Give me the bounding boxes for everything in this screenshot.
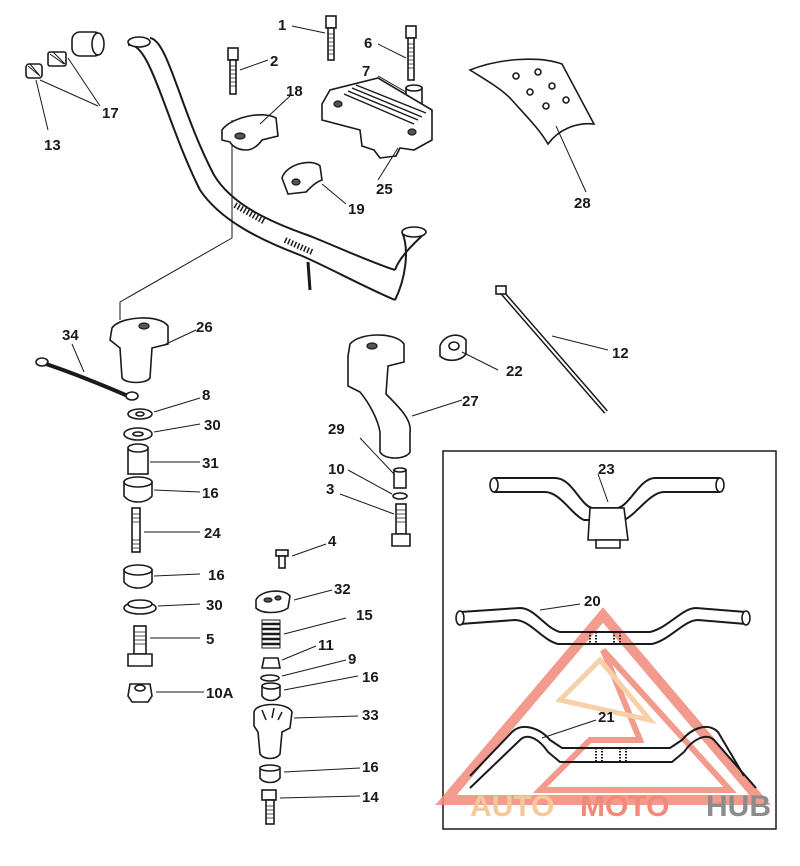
label-1: 1: [278, 17, 286, 34]
label-16c: 16: [362, 669, 379, 686]
label-9: 9: [348, 651, 356, 668]
part-labels: 1 2 3 4 5 6 7 8 9 10 10A 11 12 13 14 15 …: [44, 17, 629, 806]
part-23-handlebar: [489, 477, 725, 549]
label-3: 3: [326, 481, 334, 498]
part-19-clamp: [281, 161, 323, 195]
label-20: 20: [584, 593, 601, 610]
part-3-bolt: [391, 503, 411, 547]
part-20-handlebar: [455, 606, 751, 645]
part-10-washer: [392, 492, 408, 500]
label-24: 24: [204, 525, 221, 542]
label-30b: 30: [206, 597, 223, 614]
watermark-moto: MOTO: [580, 790, 669, 823]
label-15: 15: [356, 607, 373, 624]
label-34: 34: [62, 327, 79, 344]
label-29: 29: [328, 421, 345, 438]
part-12-cable-tie: [495, 285, 608, 414]
part-24-stud: [131, 507, 141, 553]
label-5: 5: [206, 631, 214, 648]
label-26: 26: [196, 319, 213, 336]
watermark-text: AUTO MOTO HUB: [470, 790, 771, 823]
label-22: 22: [506, 363, 523, 380]
part-28-cover: [468, 58, 596, 146]
label-2: 2: [270, 53, 278, 70]
assembly-leader: [119, 120, 233, 320]
part-2-bolt: [227, 47, 239, 95]
label-13: 13: [44, 137, 61, 154]
label-28: 28: [574, 195, 591, 212]
label-16b: 16: [208, 567, 225, 584]
label-14: 14: [362, 789, 379, 806]
part-31-sleeve: [127, 443, 149, 475]
label-7: 7: [362, 63, 370, 80]
label-16a: 16: [202, 485, 219, 502]
part-16-bushing: [259, 764, 281, 784]
label-10: 10: [328, 461, 345, 478]
part-16-bushing: [261, 682, 281, 702]
label-18: 18: [286, 83, 303, 100]
part-15-spring: [261, 619, 281, 649]
label-12: 12: [612, 345, 629, 362]
inset-box: [442, 450, 777, 830]
part-1-bolt: [325, 15, 337, 61]
label-30a: 30: [204, 417, 221, 434]
label-17: 17: [102, 105, 119, 122]
part-29-insert: [393, 467, 407, 489]
part-27-riser: [347, 334, 411, 459]
part-21-handlebar: [469, 725, 757, 789]
watermark-logo: [435, 607, 771, 805]
part-13-17-fittings: [25, 31, 105, 79]
label-31: 31: [202, 455, 219, 472]
part-18-clamp: [221, 114, 279, 151]
part-5-bolt: [127, 625, 153, 667]
label-27: 27: [462, 393, 479, 410]
part-30-washer: [123, 427, 153, 441]
part-8-washer: [127, 408, 153, 420]
part-14-stud: [261, 789, 277, 825]
label-21: 21: [598, 709, 615, 726]
part-34-ground-cable: [35, 357, 139, 401]
main-handlebar: [127, 36, 427, 301]
part-25-top-clamp: [321, 77, 433, 159]
label-10a: 10A: [206, 685, 234, 702]
part-11-nut: [261, 657, 281, 669]
part-4-screw: [275, 549, 289, 569]
watermark-hub: HUB: [706, 790, 771, 823]
label-6: 6: [364, 35, 372, 52]
part-6-bolt: [405, 25, 417, 81]
label-32: 32: [334, 581, 351, 598]
label-33: 33: [362, 707, 379, 724]
part-16-bushing: [123, 564, 153, 589]
label-11: 11: [318, 637, 334, 654]
label-23: 23: [598, 461, 615, 478]
part-30-washer: [123, 599, 157, 615]
part-16-bushing: [123, 476, 153, 503]
label-8: 8: [202, 387, 210, 404]
watermark-auto: AUTO: [470, 790, 554, 823]
label-25: 25: [376, 181, 393, 198]
part-22-clip: [439, 334, 467, 362]
part-26-riser: [109, 317, 169, 384]
label-19: 19: [348, 201, 365, 218]
part-32-cap: [255, 590, 291, 614]
part-10a-nut: [127, 683, 153, 703]
label-16d: 16: [362, 759, 379, 776]
part-33-housing: [253, 703, 293, 760]
label-4: 4: [328, 533, 337, 550]
part-9-washer: [260, 674, 280, 682]
